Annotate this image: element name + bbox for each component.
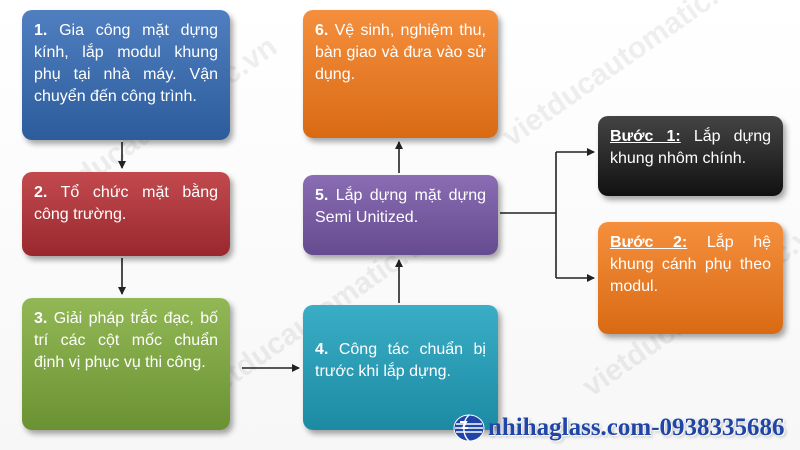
step-text: Vệ sinh, nghiệm thu, bàn giao và đưa vào… bbox=[315, 22, 486, 83]
step-text: Lắp dựng mặt dựng Semi Unitized. bbox=[315, 187, 486, 226]
substep-text: Lắp dựng khung nhôm chính. bbox=[610, 128, 772, 167]
step-1-box: 1. Gia công mặt dựng kính, lắp modul khu… bbox=[22, 10, 230, 140]
step-number: 3. bbox=[34, 310, 48, 327]
footer-brand: nhihaglass.com-0938335686 bbox=[452, 410, 800, 446]
substep-text: Lắp hệ khung cánh phụ theo modul. bbox=[610, 234, 771, 295]
step-number: 6. bbox=[315, 22, 329, 39]
substep-1-box: Bước 1: Lắp dựng khung nhôm chính. bbox=[598, 116, 783, 196]
globe-logo-icon bbox=[453, 414, 485, 442]
step-number: 5. bbox=[315, 187, 329, 204]
step-number: 4. bbox=[315, 341, 329, 358]
step-5-box: 5. Lắp dựng mặt dựng Semi Unitized. bbox=[303, 175, 498, 255]
step-6-box: 6. Vệ sinh, nghiệm thu, bàn giao và đưa … bbox=[303, 10, 498, 138]
step-4-box: 4. Công tác chuẩn bị trước khi lắp dựng. bbox=[303, 305, 498, 430]
step-number: 2. bbox=[34, 184, 48, 201]
step-text: Giải pháp trắc đạc, bố trí các cột mốc c… bbox=[34, 310, 218, 371]
substep-label: Bước 2: bbox=[610, 234, 688, 251]
step-number: 1. bbox=[34, 22, 48, 39]
step-text: Công tác chuẩn bị trước khi lắp dựng. bbox=[315, 341, 486, 380]
step-text: Gia công mặt dựng kính, lắp modul khung … bbox=[34, 22, 218, 105]
footer-text: nhihaglass.com-0938335686 bbox=[488, 414, 785, 441]
step-3-box: 3. Giải pháp trắc đạc, bố trí các cột mố… bbox=[22, 298, 230, 430]
substep-label: Bước 1: bbox=[610, 128, 681, 145]
substep-2-box: Bước 2: Lắp hệ khung cánh phụ theo modul… bbox=[598, 222, 783, 334]
step-text: Tổ chức mặt bằng công trường. bbox=[34, 184, 218, 223]
step-2-box: 2. Tổ chức mặt bằng công trường. bbox=[22, 172, 230, 256]
